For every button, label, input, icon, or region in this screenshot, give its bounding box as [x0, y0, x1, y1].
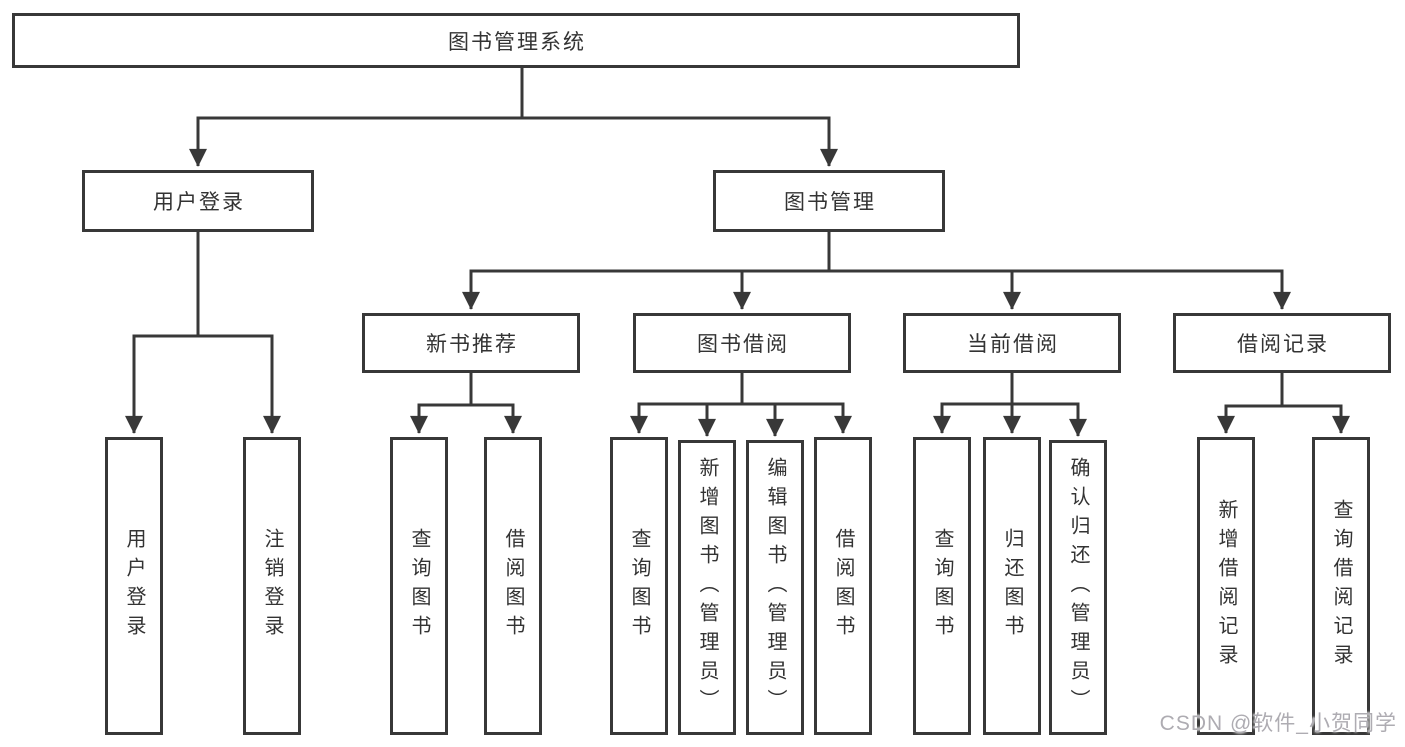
connector-nbr-to-borrow: [471, 403, 522, 434]
connector-root-to-user-login: [189, 116, 522, 167]
leaf-label: 查询借阅记录: [1330, 499, 1352, 673]
leaf-label: 新增借阅记录: [1215, 499, 1237, 673]
leaf-user-login: 用户登录: [105, 437, 163, 735]
leaf-label: 查询图书: [408, 528, 430, 644]
leaf-br-add-record: 新增借阅记录: [1197, 437, 1255, 735]
leaf-cb-return-books: 归还图书: [983, 437, 1041, 735]
leaf-label: 新增图书（管理员）: [696, 457, 718, 718]
node-borrow-records: 借阅记录: [1173, 313, 1391, 373]
leaf-nbr-borrow-books: 借阅图书: [484, 437, 542, 735]
leaf-label: 查询图书: [628, 528, 650, 644]
leaf-logout: 注销登录: [243, 437, 301, 735]
leaf-label: 确认归还（管理员）: [1067, 457, 1089, 718]
connector-br-to-add: [1217, 404, 1282, 434]
connector-to-leaf-user-login: [125, 334, 198, 434]
connector-to-borrow-records: [829, 269, 1291, 310]
connector-to-book-borrow: [733, 269, 829, 310]
leaf-label: 用户登录: [123, 528, 145, 644]
node-new-book-recommend: 新书推荐: [362, 313, 580, 373]
leaf-cb-query-books: 查询图书: [913, 437, 971, 735]
node-book-borrow: 图书借阅: [633, 313, 851, 373]
leaf-br-query-record: 查询借阅记录: [1312, 437, 1370, 735]
node-current-borrow: 当前借阅: [903, 313, 1121, 373]
csdn-watermark: CSDN @软件_小贺同学: [1159, 712, 1397, 735]
connector-to-new-book-recommend: [462, 269, 829, 310]
leaf-label: 注销登录: [261, 528, 283, 644]
leaf-label: 借阅图书: [832, 528, 854, 644]
node-user-login: 用户登录: [82, 170, 314, 232]
connector-to-current-borrow: [829, 269, 1021, 310]
leaf-label: 查询图书: [931, 528, 953, 644]
connector-cb-to-confirm: [1012, 402, 1087, 437]
node-book-management: 图书管理: [713, 170, 945, 232]
connector-bb-to-borrow: [742, 402, 852, 434]
leaf-bb-add-books-admin: 新增图书（管理员）: [678, 440, 736, 735]
leaf-bb-edit-books-admin: 编辑图书（管理员）: [746, 440, 804, 735]
leaf-label: 借阅图书: [502, 528, 524, 644]
node-root: 图书管理系统: [12, 13, 1020, 68]
connector-bb-to-query: [630, 402, 742, 434]
connector-br-to-query: [1282, 404, 1350, 434]
connector-root-to-book-management: [522, 116, 838, 167]
connector-to-leaf-logout: [198, 334, 281, 434]
connector-cb-to-query: [933, 402, 1012, 434]
connector-nbr-to-query: [410, 403, 471, 434]
leaf-bb-query-books: 查询图书: [610, 437, 668, 735]
connector-bb-to-edit: [742, 402, 784, 437]
leaf-label: 归还图书: [1001, 528, 1023, 644]
leaf-label: 编辑图书（管理员）: [764, 457, 786, 718]
connector-bb-to-add: [698, 402, 742, 437]
leaf-bb-borrow-books: 借阅图书: [814, 437, 872, 735]
leaf-cb-confirm-return-admin: 确认归还（管理员）: [1049, 440, 1107, 735]
leaf-nbr-query-books: 查询图书: [390, 437, 448, 735]
